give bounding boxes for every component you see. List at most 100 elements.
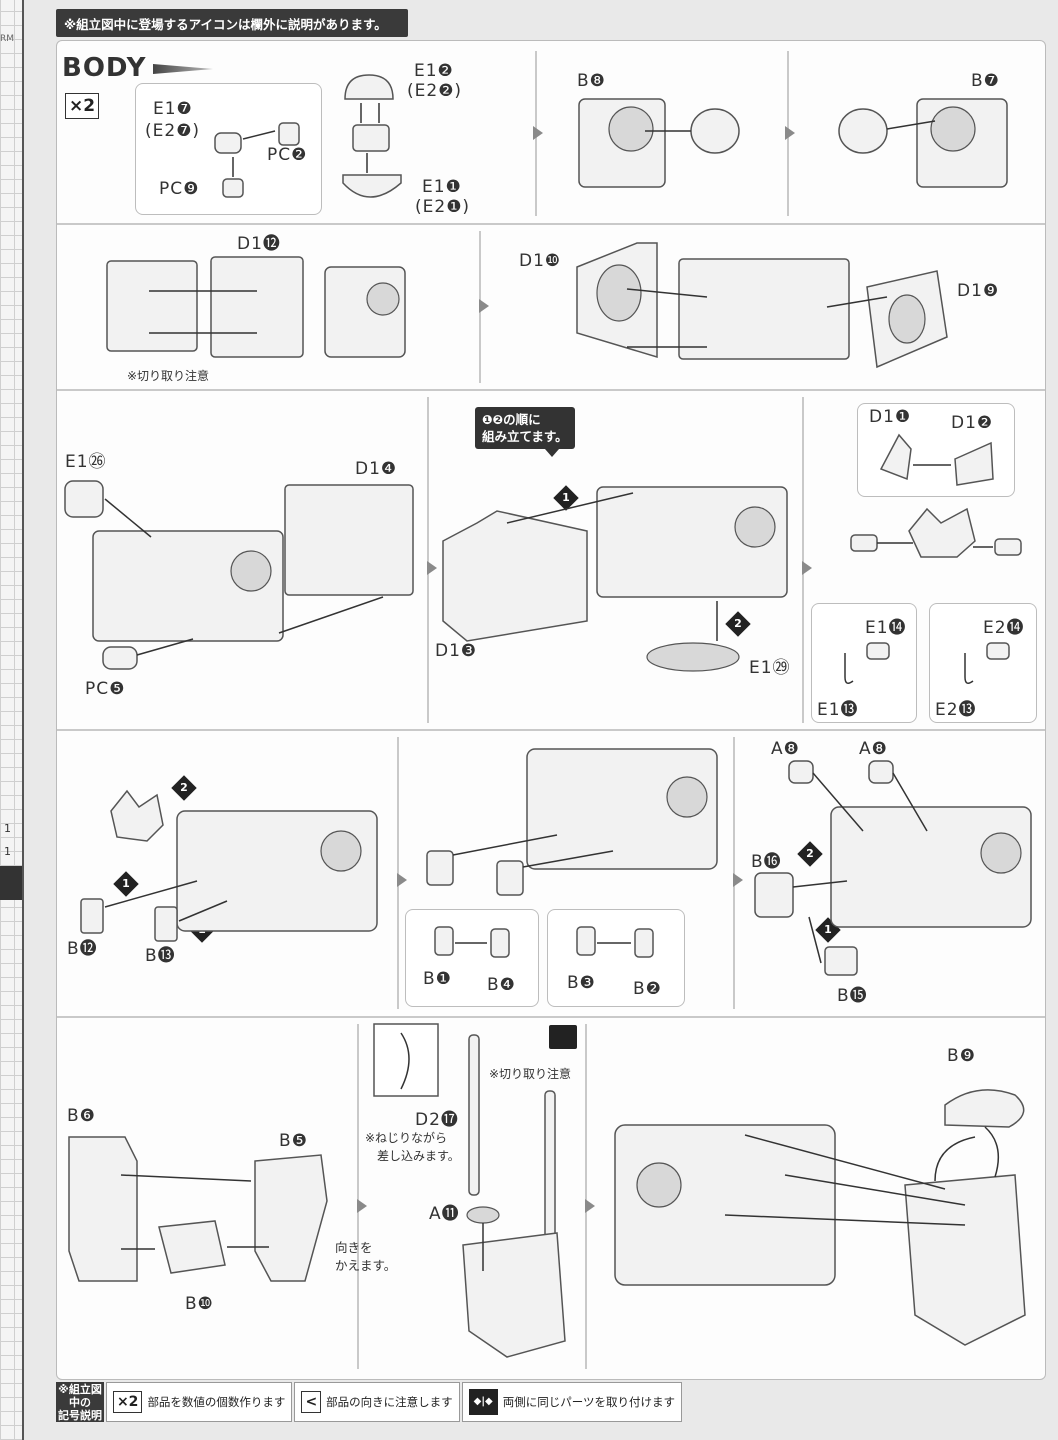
icon-note-banner: ※組立図中に登場するアイコンは欄外に説明があります。 (56, 9, 408, 37)
part-label: B⓯ (837, 986, 868, 1006)
bubble-line: ❶❷の順に (482, 412, 541, 427)
margin-mark: 1 (4, 845, 11, 858)
next-step-arrow (533, 126, 543, 140)
part-label: B❾ (947, 1046, 976, 1066)
column-divider (585, 1024, 587, 1369)
legend-item-text: 両側に同じパーツを取り付けます (502, 1395, 675, 1409)
row-divider (57, 223, 1045, 225)
twist-note: ※ねじりながら (365, 1131, 448, 1145)
twist-note: 差し込みます。 (377, 1149, 460, 1163)
part-label: A❽ (859, 739, 888, 759)
both-sides-icon: ◆|◆ (468, 1389, 498, 1415)
part-label: B⓬ (67, 939, 98, 959)
part-label: E2⓮ (983, 618, 1025, 638)
orientation-note: かえます。 (335, 1258, 397, 1273)
joint-parts-illustration (342, 74, 402, 198)
both-sides-icon (549, 1025, 577, 1049)
part-label: B❶ (423, 969, 452, 989)
part-label: D1⓬ (237, 234, 281, 254)
b5-b6-b10-assembly-illustration (68, 1136, 328, 1282)
margin-label: RM (0, 34, 15, 44)
row-divider (57, 389, 1045, 391)
margin-mark: 1 (4, 822, 11, 835)
b9-final-assembly-illustration (614, 1089, 1026, 1346)
part-label: D1❶ (869, 407, 912, 427)
row-divider (57, 1016, 1045, 1018)
cut-caution-note: ※切り取り注意 (127, 369, 210, 383)
b-small-parts (434, 926, 654, 958)
part-label: (E2❼) (145, 121, 201, 141)
d2-a11-assembly-illustration (462, 1034, 566, 1358)
margin-tab (0, 866, 22, 900)
part-label: (E2❶) (415, 197, 471, 217)
assembly-order-bubble: ❶❷の順に 組み立てます。 (475, 407, 575, 457)
part-label: D1❾ (957, 281, 1000, 301)
column-divider (357, 1024, 359, 1369)
part-label: PC❷ (267, 145, 308, 165)
next-step-arrow (733, 873, 743, 887)
subassembly-box (929, 603, 1037, 723)
d1-1-d1-2-parts (879, 433, 994, 486)
cut-caution-note: ※切り取り注意 (489, 1067, 572, 1081)
b12-b13-assembly-illustration (80, 789, 378, 942)
b7-assembly-illustration (838, 98, 1008, 188)
next-step-arrow (802, 561, 812, 575)
part-label: PC❺ (85, 679, 126, 699)
multiplier-badge: ×2 (65, 93, 100, 119)
part-label: E1❶ (422, 177, 462, 197)
b8-assembly-illustration (578, 98, 740, 188)
part-label: B❷ (633, 979, 662, 999)
legend-item-orientation: < 部品の向きに注意します (294, 1382, 460, 1422)
instruction-sheet: BODY ×2 E1❼ (E2❼) PC❷ PC❾ E1❷ (E2❷) E1❶ … (56, 40, 1046, 1380)
part-label: D2⓱ (415, 1110, 459, 1130)
subassembly-box (811, 603, 917, 723)
legend-item-multiplier: ×2 部品を数値の個数作ります (105, 1382, 293, 1422)
part-label: B❸ (567, 973, 596, 993)
hook-assembly-illustration (850, 507, 1022, 558)
part-label: A⓫ (429, 1204, 460, 1224)
twist-detail-inset (373, 1023, 439, 1097)
part-label: PC❾ (159, 179, 200, 199)
icon-legend: ※組立図中の 記号説明 ×2 部品を数値の個数作ります < 部品の向きに注意しま… (56, 1382, 682, 1422)
multiplier-icon: ×2 (112, 1391, 143, 1413)
part-label: B❹ (487, 975, 516, 995)
column-divider (427, 397, 429, 723)
part-label: D1❿ (519, 251, 562, 271)
part-label: E1⓭ (817, 700, 859, 720)
next-step-arrow (479, 299, 489, 313)
left-margin-grid: RM 1 1 (0, 0, 24, 1440)
legend-item-both-sides: ◆|◆ 両側に同じパーツを取り付けます (461, 1382, 682, 1422)
part-label: E1⓮ (865, 618, 907, 638)
part-label: (E2❷) (407, 81, 463, 101)
part-label: B⓰ (751, 852, 782, 872)
part-label: E1㉙ (749, 658, 791, 678)
e-hook-parts (844, 642, 1010, 684)
legend-title: ※組立図中の 記号説明 (56, 1382, 104, 1422)
d1-4-assembly-illustration (64, 480, 414, 670)
a8-b16-assembly-illustration (754, 760, 1032, 976)
part-label: D1❷ (951, 413, 994, 433)
part-label: E2⓭ (935, 700, 977, 720)
part-label: B❼ (971, 71, 1000, 91)
next-step-arrow (585, 1199, 595, 1213)
part-label: E1❷ (414, 61, 454, 81)
part-label: E1㉖ (65, 452, 107, 472)
subassembly-box (405, 909, 539, 1007)
column-divider (802, 397, 804, 723)
part-label: B❻ (67, 1106, 96, 1126)
subassembly-box (547, 909, 685, 1007)
part-label: D1❹ (355, 459, 398, 479)
part-label: D1❸ (435, 641, 478, 661)
part-label: B❽ (577, 71, 606, 91)
part-label: B❺ (279, 1131, 308, 1151)
legend-title-line: 記号説明 (57, 1408, 102, 1422)
legend-item-text: 部品を数値の個数作ります (147, 1395, 286, 1409)
next-step-arrow (785, 126, 795, 140)
pc-parts-illustration (214, 122, 300, 198)
part-label: A❽ (771, 739, 800, 759)
part-label: E1❼ (153, 99, 193, 119)
orientation-note: 向きを (335, 1240, 373, 1255)
d1-side-panels-illustration (576, 242, 948, 369)
d1-12-assembly-illustration (106, 256, 406, 358)
next-step-arrow (357, 1199, 367, 1213)
